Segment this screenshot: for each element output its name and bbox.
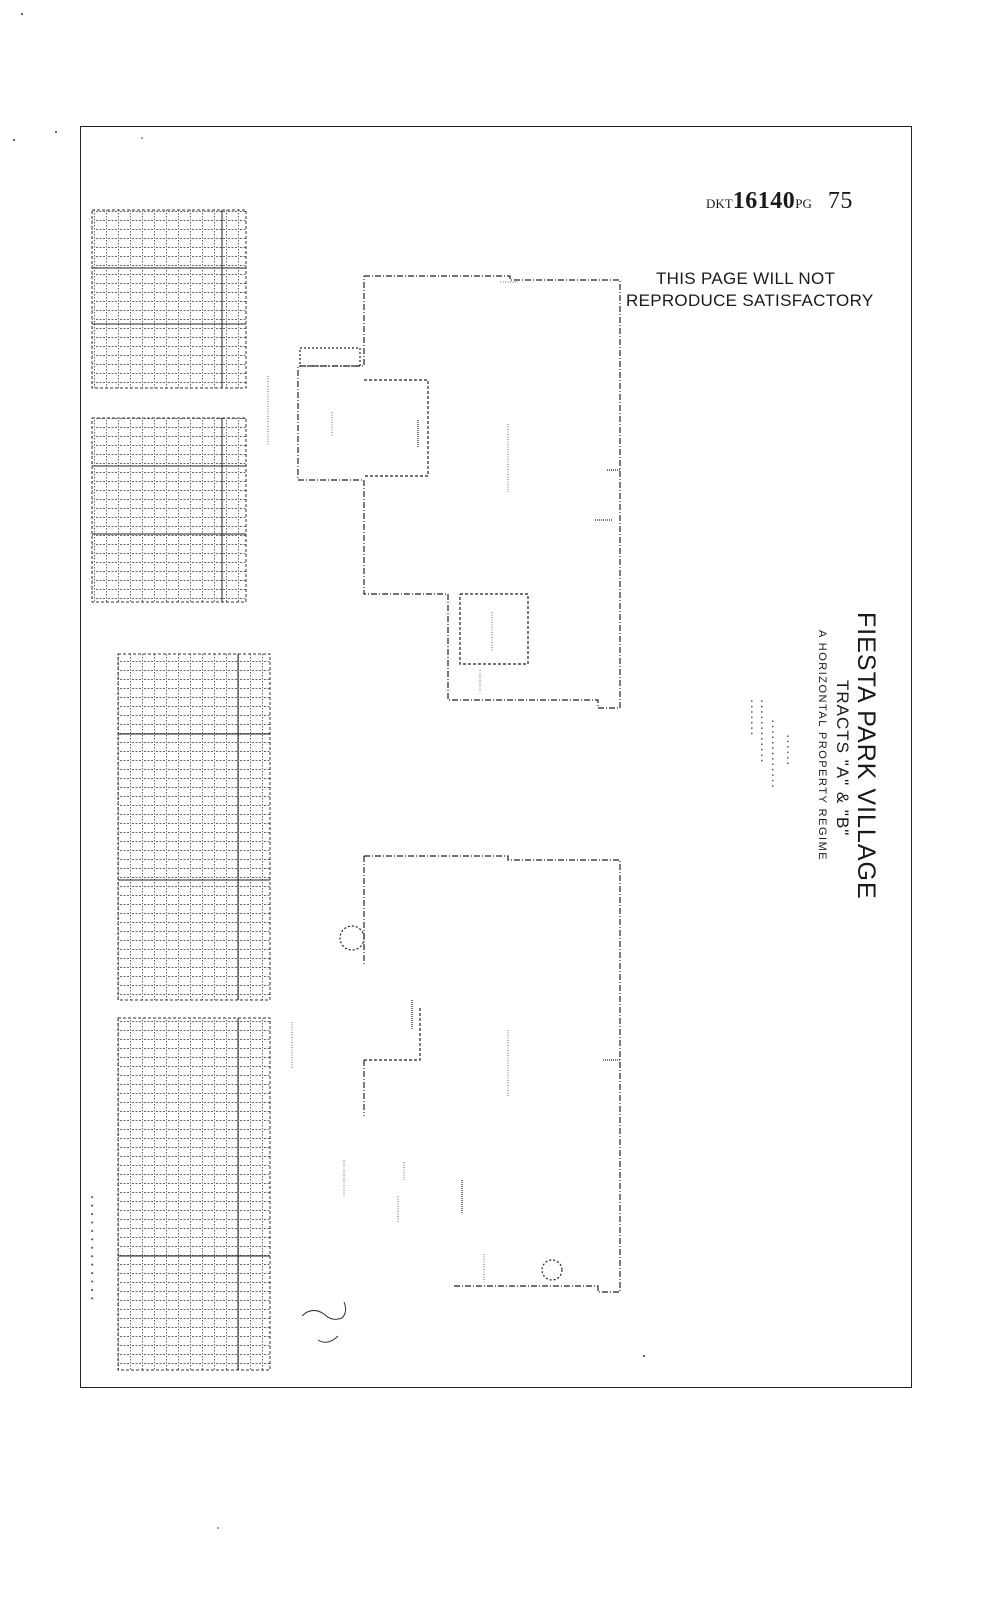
- reproduction-notice: THIS PAGE WILL NOT REPRODUCE SATISFACTOR…: [626, 268, 873, 312]
- signature-mark: [301, 1301, 347, 1343]
- illegible-unit-type-labels: [267, 376, 293, 1068]
- notice-line-1: THIS PAGE WILL NOT: [656, 269, 836, 288]
- book-prefix: DKT: [706, 196, 733, 211]
- illegible-room-labels-upper: [331, 281, 518, 692]
- unit-schedule-table-4: [117, 1017, 271, 1371]
- page-prefix: PG: [795, 196, 812, 211]
- notice-line-2: REPRODUCE SATISFACTORY: [626, 291, 874, 310]
- illegible-room-labels-lower: [343, 1030, 509, 1282]
- scan-specks: [13, 13, 645, 1529]
- sheet-border: [80, 126, 912, 1388]
- book-page-stamp: DKT16140PG 75: [706, 188, 853, 215]
- unit-schedule-table-3: [117, 653, 271, 1001]
- floor-plan-upper: [297, 275, 621, 709]
- book-number: 16140: [732, 188, 796, 214]
- unit-schedule-table-2: [91, 417, 247, 603]
- unit-schedule-table-1: [91, 209, 247, 389]
- floor-plan-lower: [339, 855, 621, 1293]
- page-number: 75: [827, 188, 853, 214]
